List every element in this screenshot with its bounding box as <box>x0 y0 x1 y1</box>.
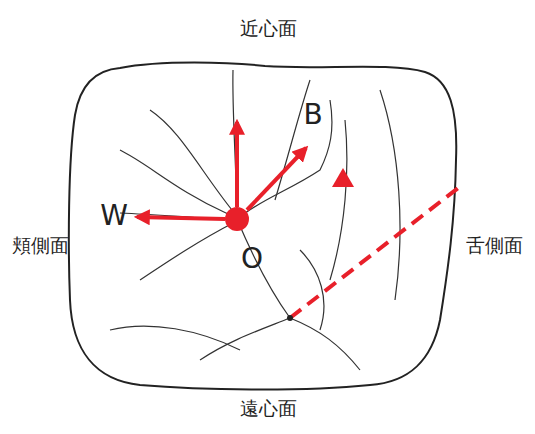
point-letter: W <box>100 202 128 230</box>
grooves <box>110 70 400 370</box>
triangle-mark <box>332 168 354 187</box>
surface-label: 近心面 <box>240 19 297 38</box>
surface-label: 舌側面 <box>466 236 523 255</box>
dashed-line <box>290 185 462 318</box>
surface-label: 頬側面 <box>12 236 69 255</box>
tooth-outline <box>69 63 456 390</box>
direction-arrows <box>137 122 306 219</box>
surface-label: 遠心面 <box>240 399 297 418</box>
origin-dot <box>225 207 249 231</box>
groove-point <box>287 315 293 321</box>
point-letter: B <box>303 101 322 129</box>
point-letter: O <box>241 245 263 273</box>
